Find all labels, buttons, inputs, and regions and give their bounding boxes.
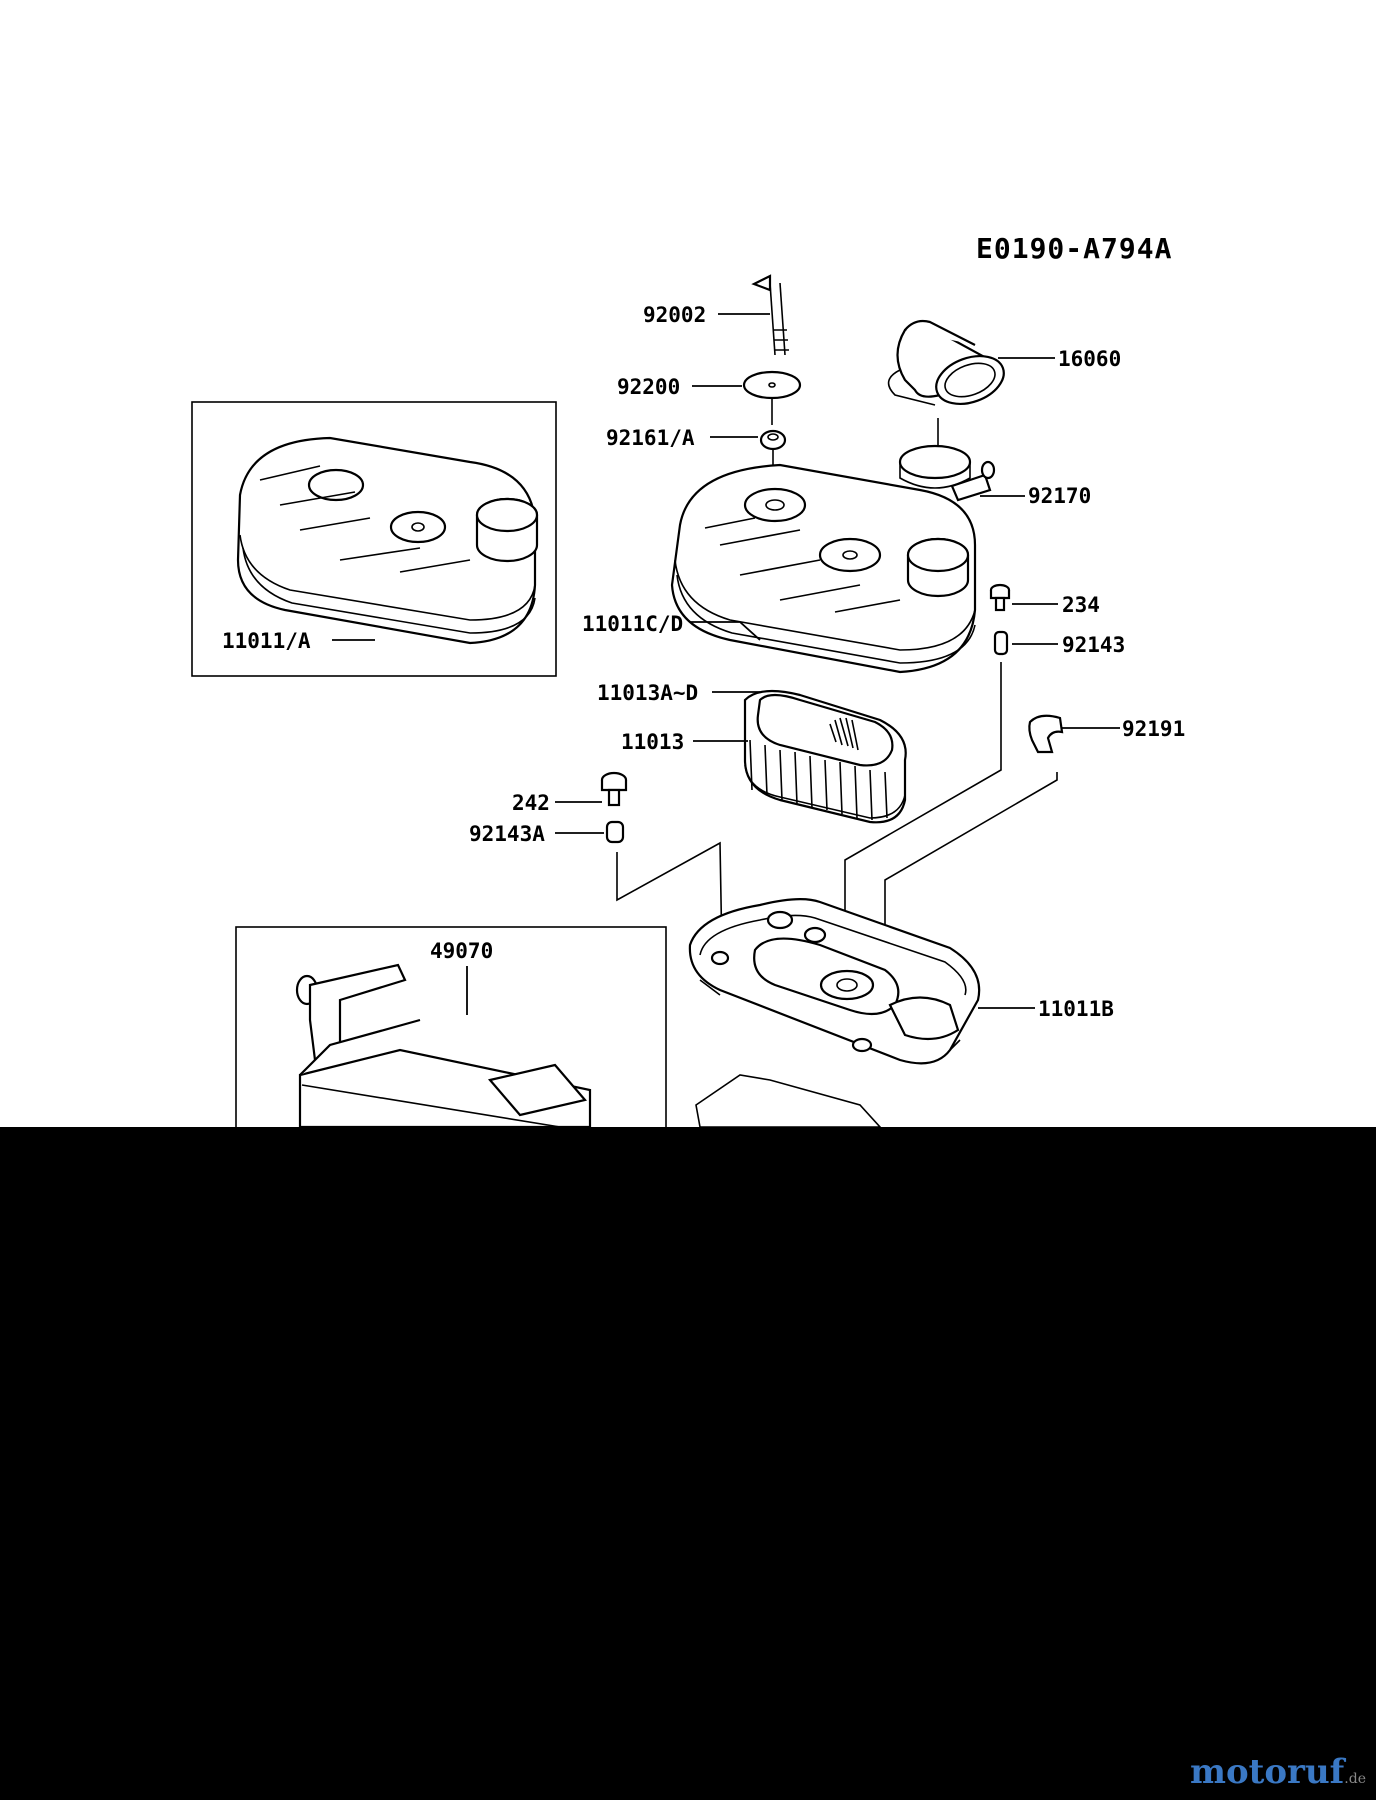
label-16060: 16060: [1058, 347, 1121, 371]
air-cleaner-cover-11011cd: [670, 463, 977, 674]
collar-92143: [993, 630, 1009, 656]
label-11013ad: 11013A~D: [597, 681, 698, 705]
collar-92143a: [605, 820, 625, 844]
label-92200: 92200: [617, 375, 680, 399]
black-lower-region: [0, 1127, 1376, 1800]
label-11011a: 11011/A: [222, 629, 311, 653]
bolt-234: [989, 583, 1011, 612]
hose-clamp-92170: [898, 444, 996, 502]
air-cleaner-base-11011b: [688, 898, 981, 1065]
grommet-92161a: [759, 429, 787, 451]
washer-92200: [742, 370, 802, 400]
label-92191: 92191: [1122, 717, 1185, 741]
label-92143: 92143: [1062, 633, 1125, 657]
bolt-242: [600, 771, 628, 807]
label-11011b: 11011B: [1038, 997, 1114, 1021]
wing-bolt-92002: [751, 274, 789, 356]
label-92143a: 92143A: [469, 822, 545, 846]
inset-box-air-cleaner-cover: [191, 401, 557, 677]
label-49070: 49070: [430, 939, 493, 963]
label-92002: 92002: [643, 303, 706, 327]
air-cleaner-cover-inset: [236, 436, 539, 645]
label-11013: 11013: [621, 730, 684, 754]
hose-92191: [1028, 714, 1064, 754]
elbow-16060: [887, 319, 1005, 406]
watermark-logo: motoruf.de: [1190, 1752, 1366, 1792]
diagram-code: E0190-A794A: [976, 232, 1172, 265]
label-242: 242: [512, 791, 550, 815]
label-92170: 92170: [1028, 484, 1091, 508]
label-234: 234: [1062, 593, 1100, 617]
label-11011cd: 11011C/D: [582, 612, 683, 636]
leader-11011cd: [690, 621, 761, 641]
label-92161a: 92161/A: [606, 426, 695, 450]
air-filter-11013: [743, 689, 907, 824]
